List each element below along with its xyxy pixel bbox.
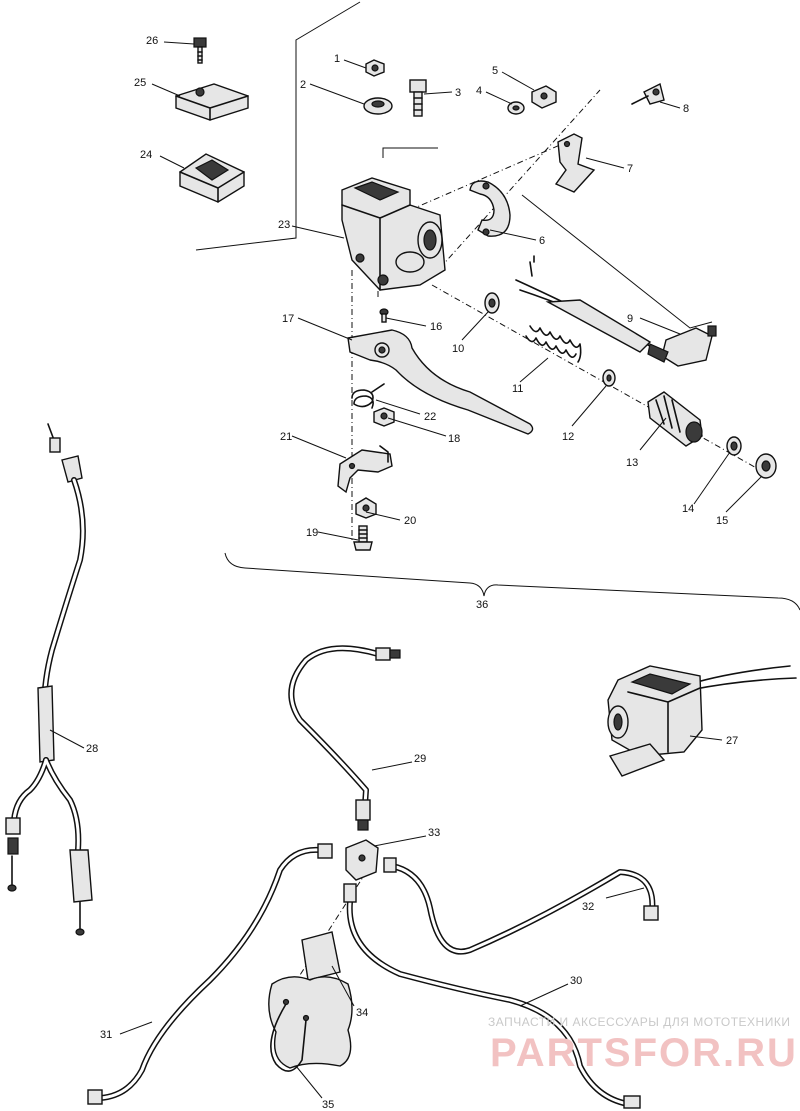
label-11: 11	[512, 383, 523, 395]
seal-15	[755, 453, 777, 479]
label-21: 21	[280, 431, 292, 443]
pivot-screw-16	[379, 308, 389, 323]
bolt-19	[353, 525, 373, 551]
piston-13	[647, 391, 703, 447]
reservoir-cover-group	[175, 37, 249, 203]
switch-bracket-21	[337, 445, 393, 494]
label-27: 27	[726, 735, 738, 747]
junction-block-33	[345, 839, 379, 881]
nut-20	[355, 497, 377, 519]
label-13: 13	[626, 457, 638, 469]
label-1: 1	[334, 53, 340, 65]
washer-4	[507, 101, 525, 115]
cover-screw-26	[193, 37, 207, 64]
boundary-lines	[195, 1, 761, 976]
throttle-cable-28	[5, 423, 93, 936]
watermark-tagline: ЗАПЧАСТИ И АКСЕССУАРЫ ДЛЯ МОТОТЕХНИКИ	[488, 1015, 790, 1029]
label-25: 25	[134, 77, 146, 89]
label-10: 10	[452, 343, 464, 355]
lever-spring-22	[351, 383, 385, 409]
label-15: 15	[716, 515, 728, 527]
hose-guard-35	[268, 976, 353, 1072]
push-rod-assembly	[545, 299, 652, 353]
brake-hose-31	[87, 843, 333, 1105]
reservoir-cover-25	[175, 83, 249, 121]
brake-lever-17	[347, 329, 534, 435]
label-31: 31	[100, 1029, 112, 1041]
watermark: ЗАПЧАСТИ И АКСЕССУАРЫ ДЛЯ МОТОТЕХНИКИ PA…	[488, 1015, 798, 1075]
label-34: 34	[356, 1007, 368, 1019]
label-33: 33	[428, 827, 440, 839]
label-30: 30	[570, 975, 582, 987]
label-16: 16	[430, 321, 442, 333]
spring-11	[525, 325, 582, 363]
diaphragm-24	[179, 153, 245, 203]
brake-hose-30	[343, 883, 641, 1109]
grommet-2	[363, 97, 393, 115]
label-36: 36	[476, 599, 488, 611]
label-26: 26	[146, 35, 158, 47]
label-8: 8	[683, 103, 689, 115]
brake-hose-32	[383, 857, 659, 955]
washer-12	[602, 369, 616, 387]
label-14: 14	[682, 503, 694, 515]
label-24: 24	[140, 149, 152, 161]
label-17: 17	[282, 313, 294, 325]
throttle-housing-27	[607, 665, 797, 777]
label-18: 18	[448, 433, 460, 445]
washer-10	[484, 292, 500, 314]
clamp-6	[469, 180, 511, 237]
label-4: 4	[476, 85, 482, 97]
label-32: 32	[582, 901, 594, 913]
screw-8	[631, 82, 665, 105]
nut-18	[373, 407, 395, 427]
label-6: 6	[539, 235, 545, 247]
watermark-logo: PARTSFOR.RU	[490, 1031, 798, 1075]
master-cylinder-23	[341, 177, 446, 291]
part-number-labels: 1 2 3 4 5 6 7 8 9 10 11 12 13 14 15 16 1…	[86, 35, 738, 1111]
tag-34	[301, 931, 341, 981]
label-23: 23	[278, 219, 290, 231]
label-9: 9	[627, 313, 633, 325]
label-5: 5	[492, 65, 498, 77]
label-19: 19	[306, 527, 318, 539]
label-29: 29	[414, 753, 426, 765]
label-28: 28	[86, 743, 98, 755]
washer-14	[726, 436, 742, 456]
label-20: 20	[404, 515, 416, 527]
label-3: 3	[455, 87, 461, 99]
fitting-5	[531, 85, 557, 109]
label-35: 35	[322, 1099, 334, 1111]
label-2: 2	[300, 79, 306, 91]
label-12: 12	[562, 431, 574, 443]
label-7: 7	[627, 163, 633, 175]
brake-hose-29	[288, 645, 401, 831]
banjo-bolt-3	[409, 79, 427, 117]
label-22: 22	[424, 411, 436, 423]
bracket-36	[224, 552, 800, 611]
nut-1	[365, 59, 385, 77]
leader-lines	[49, 41, 763, 1099]
bracket-7	[554, 133, 596, 193]
